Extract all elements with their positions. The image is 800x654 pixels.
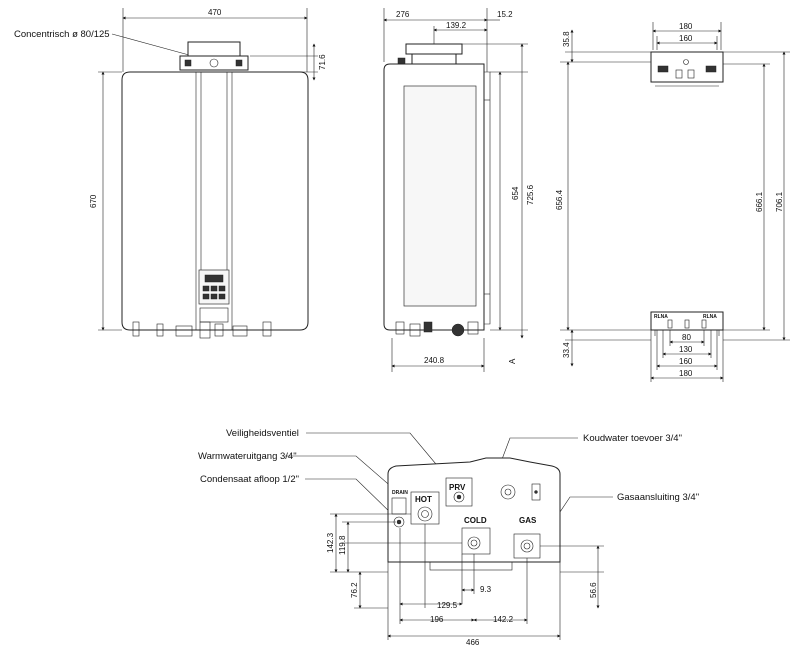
callout-safety-valve: Veiligheidsventiel xyxy=(226,428,299,439)
front-width-dim: 470 xyxy=(208,8,222,17)
bracket-bottom-80-dim: 80 xyxy=(682,333,691,342)
bracket-tag-left: RLNA xyxy=(654,314,668,320)
bracket-bottom-160-dim: 160 xyxy=(679,357,693,366)
bracket-span-left-dim: 656.4 xyxy=(555,189,564,210)
bracket-top-outer-dim: 180 xyxy=(679,22,693,31)
dim-56-6: 56.6 xyxy=(589,582,598,598)
dim-76-2: 76.2 xyxy=(350,582,359,598)
side-bottom-depth-dim: 240.8 xyxy=(424,356,445,365)
label-cold: COLD xyxy=(464,516,487,525)
callout-cold-inlet: Koudwater toevoer 3/4" xyxy=(583,433,682,444)
side-flue-depth-dim: 139.2 xyxy=(446,21,467,30)
bracket-bottom-offset-dim: 33.4 xyxy=(562,342,571,358)
side-view: 276 15.2 139.2 654 725.6 240. xyxy=(383,8,535,372)
flue-label: Concentrisch ø 80/125 xyxy=(14,29,110,40)
dim-119-8: 119.8 xyxy=(338,535,347,555)
side-depth-dim: 276 xyxy=(396,10,410,19)
bracket-bottom-180-dim: 180 xyxy=(679,369,693,378)
front-view: 470 Concentrisch ø 80/125 71.6 xyxy=(14,8,327,339)
dim-142-3: 142.3 xyxy=(326,532,335,553)
dim-9-3: 9.3 xyxy=(480,585,492,594)
side-total-height-dim: 725.6 xyxy=(526,184,535,205)
bracket-top-offset-dim: 35.8 xyxy=(562,31,571,47)
bracket-bottom-130-dim: 130 xyxy=(679,345,693,354)
side-body-height-dim: 654 xyxy=(511,186,520,200)
label-prv: PRV xyxy=(449,483,466,492)
dim-129-5: 129.5 xyxy=(437,601,458,610)
bracket-view: 180 160 656.4 666.1 706.1 35.8 RLNA R xyxy=(555,22,790,382)
bracket-tag-right: RLNA xyxy=(703,314,717,320)
dim-196: 196 xyxy=(430,615,444,624)
callout-gas: Gasaansluiting 3/4" xyxy=(617,492,699,503)
side-marker-a: A xyxy=(508,358,517,364)
callout-condensate: Condensaat afloop 1/2" xyxy=(200,474,299,485)
callout-hot-outlet: Warmwateruitgang 3/4" xyxy=(198,451,297,462)
label-hot: HOT xyxy=(415,495,432,504)
bracket-span-right-inner-dim: 666.1 xyxy=(755,191,764,212)
front-flue-offset-dim: 71.6 xyxy=(318,54,327,70)
bottom-view: Veiligheidsventiel Warmwateruitgang 3/4"… xyxy=(198,428,699,647)
label-drain: DRAIN xyxy=(392,490,408,496)
bracket-top-inner-dim: 160 xyxy=(679,34,693,43)
label-gas: GAS xyxy=(519,516,537,525)
bracket-span-right-outer-dim: 706.1 xyxy=(775,191,784,212)
dim-466: 466 xyxy=(466,638,480,647)
dim-142-2: 142.2 xyxy=(493,615,514,624)
front-height-dim: 670 xyxy=(89,194,98,208)
side-top-offset-dim: 15.2 xyxy=(497,10,513,19)
